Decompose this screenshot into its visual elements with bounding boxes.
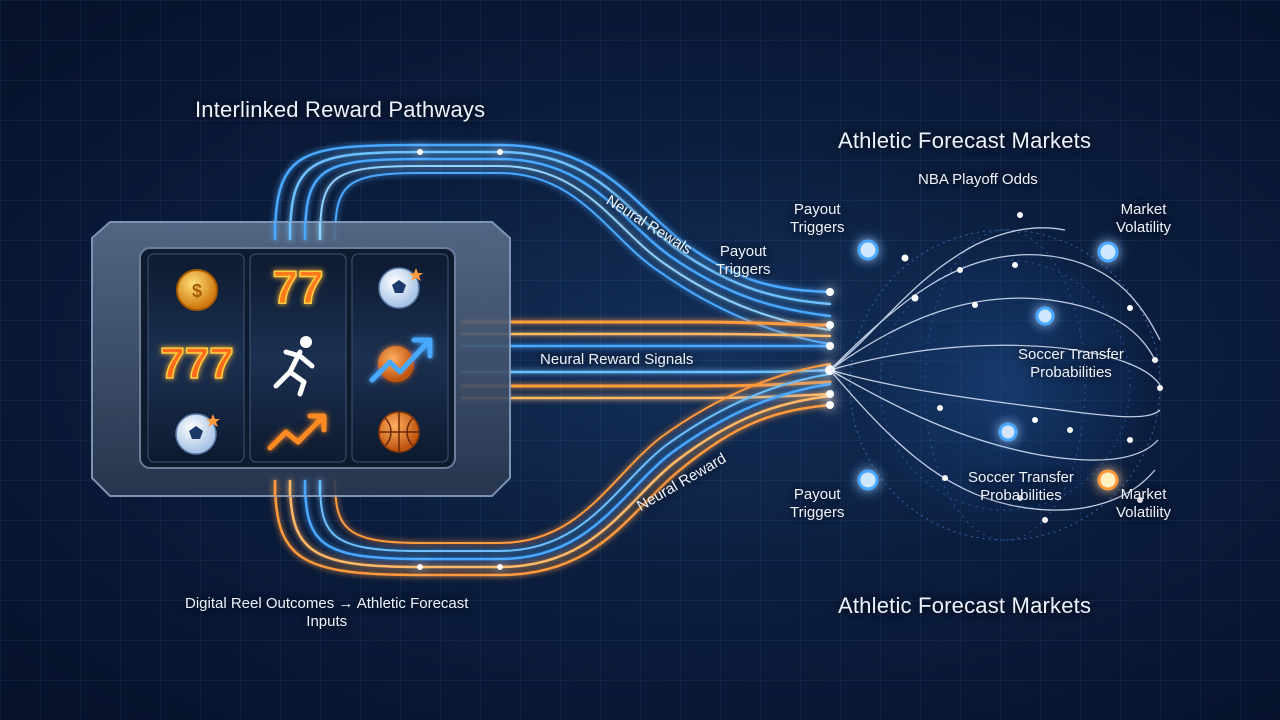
svg-text:$: $ [192,281,202,301]
label-payout-triggers-top: Payout Triggers [790,201,845,236]
trend-arrow-icon [267,413,327,451]
coin-icon: $ [176,269,218,311]
globe-connection-arcs [829,227,1161,511]
middle-pathway-bundle [460,320,832,400]
pathway-light-pulses [417,149,835,570]
svg-text:77: 77 [272,261,323,313]
bottom-pathway-bundle [273,363,832,577]
globe-nodes [901,212,1163,523]
title-athletic-forecast-markets-top: Athletic Forecast Markets [838,128,1092,153]
title-interlinked-reward-pathways: Interlinked Reward Pathways [195,97,486,122]
label-neural-reward-signals: Neural Reward Signals [540,351,694,368]
soccer-ball-icon [378,267,423,309]
triple-seven-icon: 777 [160,338,235,389]
svg-text:777: 777 [160,339,233,388]
label-market-volatility-bottom: Market Volatility [1116,486,1172,521]
title-athletic-forecast-markets-bottom: Athletic Forecast Markets [838,593,1092,618]
globe-hub-nodes [857,239,1119,491]
slot-connectors [273,222,322,496]
trend-arrow-icon [369,337,433,383]
top-pathway-bundle [273,143,832,345]
label-nba-playoff-odds: NBA Playoff Odds [918,171,1038,188]
soccer-ball-icon [175,413,220,455]
basketball-icon [378,411,420,453]
double-seven-icon: 77 [272,260,325,314]
runner-icon [273,336,315,397]
label-payout-triggers-mid: Payout Triggers [716,243,771,278]
label-soccer-transfer-low: Soccer Transfer Probabilities [968,469,1074,504]
label-soccer-transfer-mid: Soccer Transfer Probabilities [1018,346,1124,381]
label-payout-triggers-bottom: Payout Triggers [790,486,845,521]
caption-reel-to-forecast: Digital Reel Outcomes → Athletic Forecas… [185,595,469,630]
label-market-volatility-top: Market Volatility [1116,201,1172,236]
